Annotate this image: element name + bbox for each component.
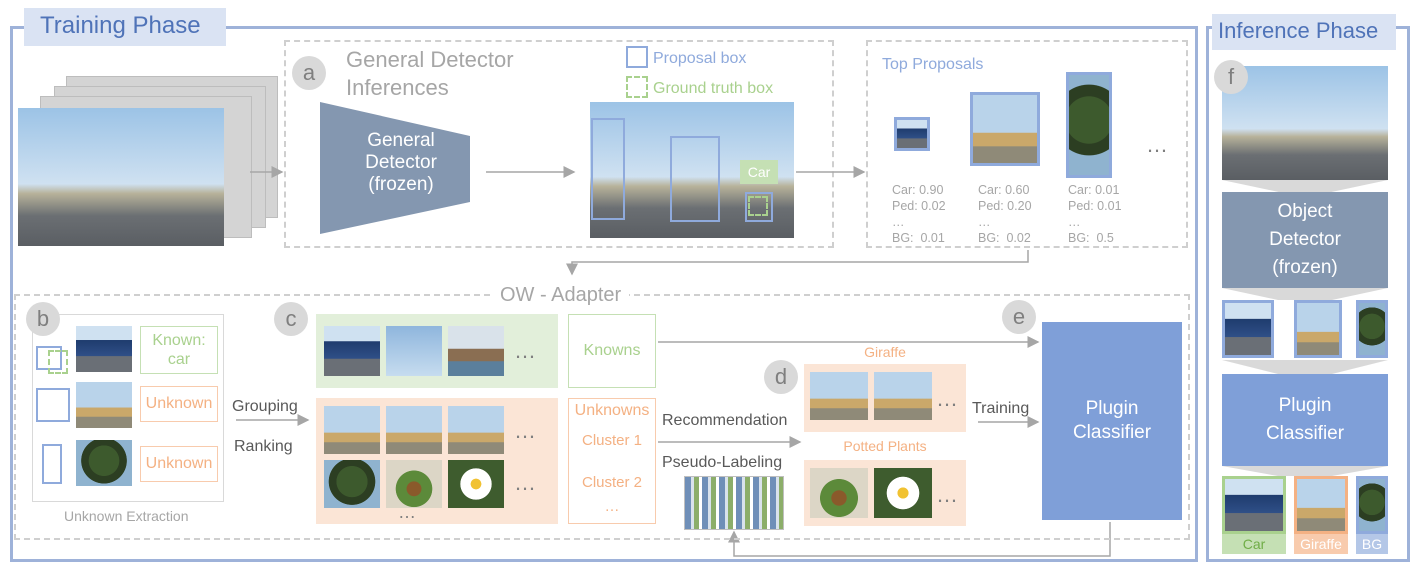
unknown-thumb-plant (386, 460, 442, 508)
cluster-2-label: Cluster 2 (581, 474, 643, 491)
d-thumb-flower (874, 468, 932, 518)
b-thumb-giraffe (76, 382, 132, 428)
inference-input-image (1222, 66, 1388, 180)
input-giraffe-image (18, 108, 224, 246)
inference-funnel-2 (1222, 288, 1388, 300)
unknown-row1-ellipsis: … (514, 418, 538, 443)
unknown-row2-ellipsis: … (514, 470, 538, 495)
section-a-title: General Detector Inferences (346, 47, 514, 100)
grouping-label: Grouping (232, 398, 298, 415)
gt-car-label: Car (740, 160, 778, 184)
section-e-marker: e (1002, 300, 1036, 334)
inference-plugin-label: Plugin Classifier (1265, 395, 1345, 444)
proposal-scores-2: Car: 0.60 Ped: 0.20 … BG: 0.02 (978, 183, 1032, 245)
f-crop-car (1222, 300, 1274, 358)
inference-funnel-3 (1222, 360, 1388, 374)
plugin-classifier-block: Plugin Classifier (1042, 322, 1182, 520)
training-phase-label: Training Phase (24, 8, 226, 46)
proposal-thumb-tree (1066, 72, 1112, 178)
f-crop-tree (1356, 300, 1388, 358)
known-thumb-boat (448, 326, 504, 376)
unknowns-list-box (568, 398, 656, 524)
section-b-box (32, 314, 224, 502)
pseudo-labeling-label: Pseudo-Labeling (662, 454, 783, 471)
proposal-box-car (745, 192, 773, 222)
pseudo-label-screenshot (684, 476, 784, 530)
b-box-icon-3 (42, 444, 62, 484)
object-detector-block: Object Detector (frozen) (1222, 192, 1388, 288)
f-label-bg: BG (1356, 534, 1388, 554)
inference-funnel-4 (1222, 466, 1388, 476)
unknowns-label: Unknowns (574, 402, 650, 419)
f-label-giraffe: Giraffe (1294, 534, 1348, 554)
d-giraffe-ellipsis: … (936, 386, 960, 411)
d-plants-ellipsis: … (936, 482, 960, 507)
inference-plugin-block: Plugin Classifier (1222, 374, 1388, 466)
f-out-tree (1356, 476, 1388, 534)
cluster-1-label: Cluster 1 (581, 432, 643, 449)
proposal-box-giraffe (670, 136, 720, 222)
unknown-thumb-giraffe-2 (386, 406, 442, 454)
legend-proposal-label: Proposal box (653, 50, 747, 67)
section-f-marker: f (1214, 60, 1248, 94)
unknown-column-ellipsis: … (398, 502, 418, 522)
training-arrow-label: Training (972, 400, 1030, 417)
b-thumb-tree (76, 440, 132, 486)
top-proposals-title: Top Proposals (882, 56, 984, 73)
unknown-thumb-flower (448, 460, 504, 508)
top-proposals-box (866, 40, 1188, 248)
f-out-giraffe (1294, 476, 1348, 534)
known-thumb-plane (386, 326, 442, 376)
known-ellipsis: … (514, 338, 538, 363)
legend-gt-swatch (626, 76, 648, 98)
b-label-unknown-1: Unknown (140, 386, 218, 422)
plants-cluster-label: Potted Plants (843, 438, 927, 454)
d-thumb-giraffe-1 (810, 372, 868, 420)
proposal-thumb-giraffe (970, 92, 1040, 166)
f-crop-giraffe (1294, 300, 1342, 358)
d-thumb-giraffe-2 (874, 372, 932, 420)
b-label-known: Known: car (140, 326, 218, 374)
section-a-marker: a (292, 56, 326, 90)
gt-box-car (748, 196, 768, 216)
section-b-marker: b (26, 302, 60, 336)
unknown-thumb-giraffe-3 (448, 406, 504, 454)
knowns-label: Knowns (568, 314, 656, 388)
b-caption: Unknown Extraction (64, 508, 189, 524)
general-detector-label: General Detector (frozen) (365, 130, 437, 195)
d-thumb-plant (810, 468, 868, 518)
object-detector-label: Object Detector (frozen) (1269, 201, 1341, 278)
training-phase-frame (10, 26, 1198, 562)
inference-phase-label: Inference Phase (1212, 14, 1396, 50)
giraffe-cluster-label: Giraffe (864, 344, 906, 360)
b-thumb-car (76, 326, 132, 372)
ow-adapter-title: OW - Adapter (492, 284, 630, 307)
plugin-classifier-label: Plugin Classifier (1072, 398, 1152, 443)
ranking-label: Ranking (234, 438, 293, 455)
b-gt-icon-1 (48, 350, 68, 374)
unknown-thumb-giraffe-1 (324, 406, 380, 454)
section-d-marker: d (764, 360, 798, 394)
legend-gt-label: Ground truth box (653, 80, 774, 97)
general-detector-trapezoid (320, 102, 470, 234)
b-label-unknown-2: Unknown (140, 446, 218, 482)
legend-proposal-swatch (626, 46, 648, 68)
inference-funnel-1 (1222, 180, 1388, 194)
section-c-marker: c (274, 302, 308, 336)
f-label-car: Car (1222, 534, 1286, 554)
section-a-box (284, 40, 834, 248)
proposal-scores-3: Car: 0.01 Ped: 0.01 … BG: 0.5 (1068, 183, 1122, 245)
recommendation-label: Recommendation (662, 412, 788, 429)
proposal-box-tree (591, 118, 625, 220)
proposal-scores-1: Car: 0.90 Ped: 0.02 … BG: 0.01 (892, 183, 946, 245)
cluster-more: … (604, 498, 620, 515)
known-thumb-car (324, 326, 380, 376)
unknown-thumb-tree (324, 460, 380, 508)
b-box-icon-2 (36, 388, 70, 422)
proposals-ellipsis: … (1146, 132, 1170, 157)
f-out-car (1222, 476, 1286, 534)
proposal-thumb-car (894, 117, 930, 151)
